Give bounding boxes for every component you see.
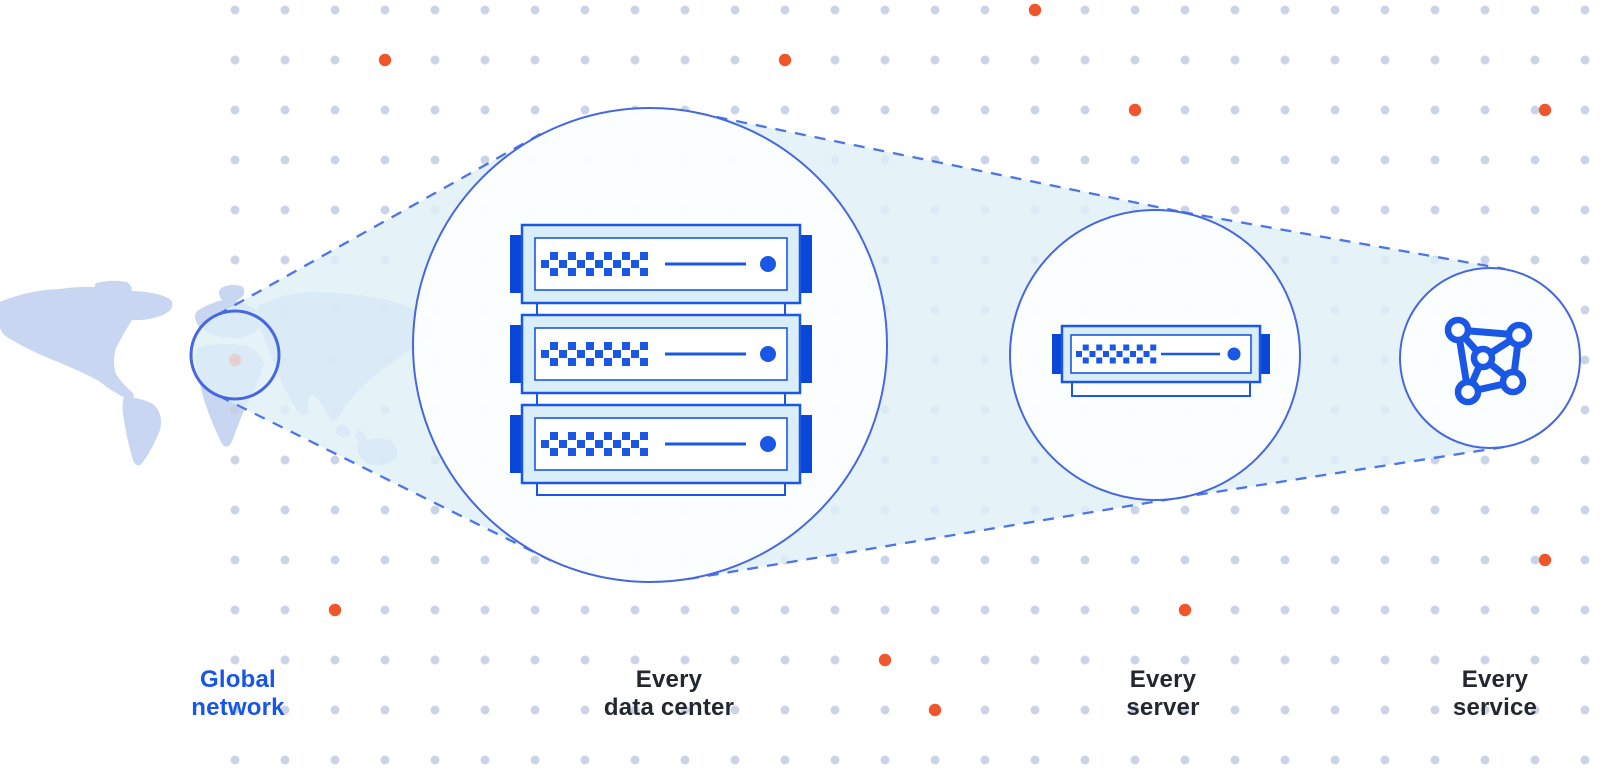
label-line: service bbox=[1452, 694, 1538, 721]
label-line: Every bbox=[1129, 666, 1197, 693]
service-mesh-icon bbox=[1444, 316, 1533, 406]
label-line: network bbox=[191, 694, 285, 721]
label-line: server bbox=[1126, 694, 1200, 721]
magnifier-highlight-circle bbox=[189, 309, 281, 401]
server-unit-icon bbox=[1052, 324, 1270, 397]
label-every-service: Every service bbox=[1453, 666, 1537, 722]
orange-accent-dots bbox=[228, 3, 1552, 717]
server-rack-icon bbox=[510, 223, 812, 496]
label-every-server: Every server bbox=[1126, 666, 1199, 722]
label-line: Every bbox=[635, 666, 703, 693]
zoom-dashed-lines bbox=[216, 111, 1506, 581]
label-global-network: Global network bbox=[191, 666, 284, 722]
label-line: Every bbox=[1461, 666, 1529, 693]
label-every-data-center: Every data center bbox=[604, 666, 734, 722]
label-line: data center bbox=[603, 694, 735, 721]
label-line: Global bbox=[200, 666, 276, 693]
